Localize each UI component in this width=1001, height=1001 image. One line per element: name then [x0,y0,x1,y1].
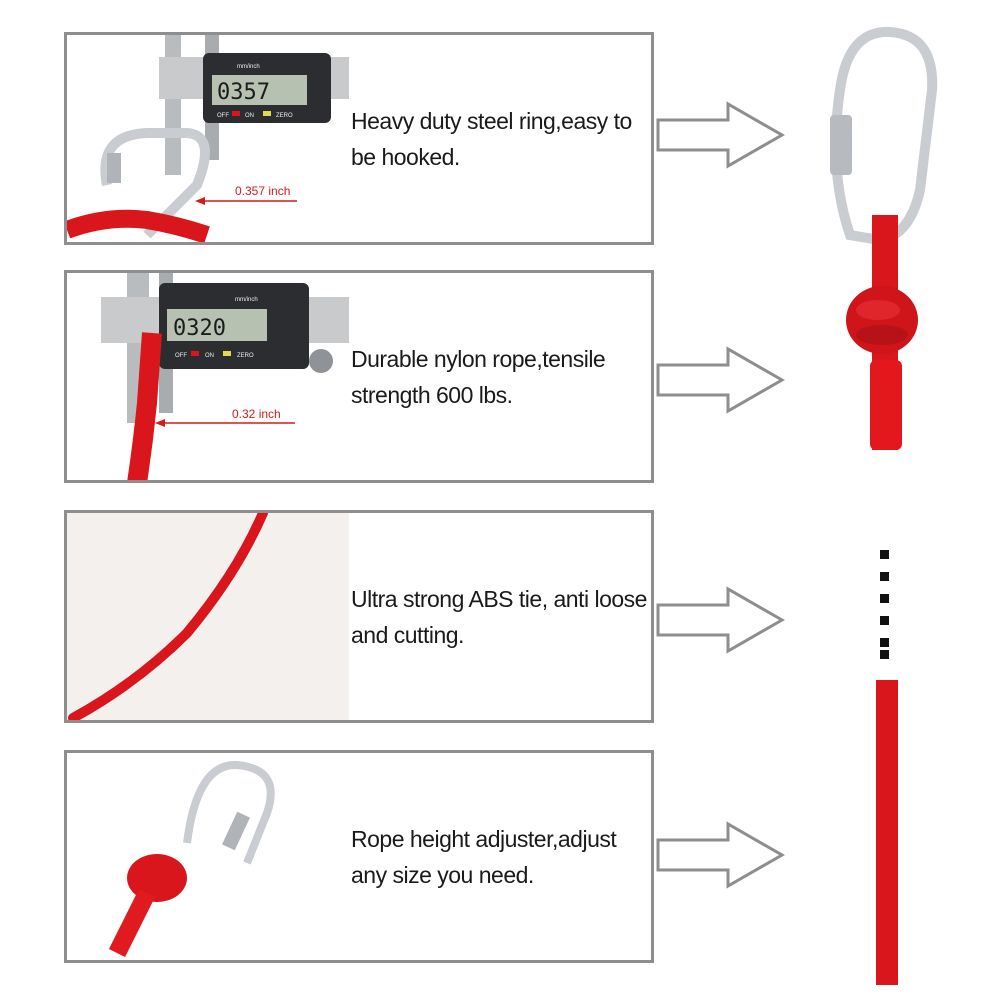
arrow-right-icon [656,346,786,414]
off-button-label: OFF [175,353,187,359]
feature-panel-nylon-rope: 0320 mm/inch OFF ON ZERO 0.32 inch Durab… [64,270,654,483]
adjuster-knot-photo [67,753,349,960]
arrow-right-icon [656,821,786,889]
caption-text: Rope height adjuster,adjust any size you… [351,825,617,888]
caption-text: Ultra strong ABS tie, anti loose and cut… [351,585,647,648]
caption-block: Heavy duty steel ring,easy to be hooked. [351,35,651,242]
measurement-label: 0.32 inch [232,407,281,421]
caption-text: Heavy duty steel ring,easy to be hooked. [351,107,632,170]
lcd-reading: 0320 [173,316,226,341]
measurement-label: 0.357 inch [235,184,290,198]
off-button-label: OFF [217,113,229,119]
arrow-right-icon [656,586,786,654]
rope-product-image [830,26,938,985]
on-button-label: ON [205,353,214,359]
unit-label: mm/inch [237,64,260,70]
zero-button-label: ZERO [276,113,293,119]
on-button-label: ON [245,113,254,119]
rope-closeup-photo [67,513,349,720]
caliper-rope-photo: 0320 mm/inch OFF ON ZERO 0.32 inch [67,273,349,480]
caliper-carabiner-photo: 0357 mm/inch OFF ON ZERO 0.357 inch [67,35,349,242]
unit-label: mm/inch [235,297,258,303]
caption-block: Ultra strong ABS tie, anti loose and cut… [351,513,651,720]
arrow-right-icon [656,101,786,169]
caption-text: Durable nylon rope,tensile strength 600 … [351,345,606,408]
lcd-reading: 0357 [217,80,270,105]
caption-block: Rope height adjuster,adjust any size you… [351,753,651,960]
feature-panel-abs-tie: Ultra strong ABS tie, anti loose and cut… [64,510,654,723]
feature-panel-steel-ring: 0357 mm/inch OFF ON ZERO 0.357 inch Heav… [64,32,654,245]
caption-block: Durable nylon rope,tensile strength 600 … [351,273,651,480]
zero-button-label: ZERO [237,353,254,359]
feature-panel-height-adjuster: Rope height adjuster,adjust any size you… [64,750,654,963]
